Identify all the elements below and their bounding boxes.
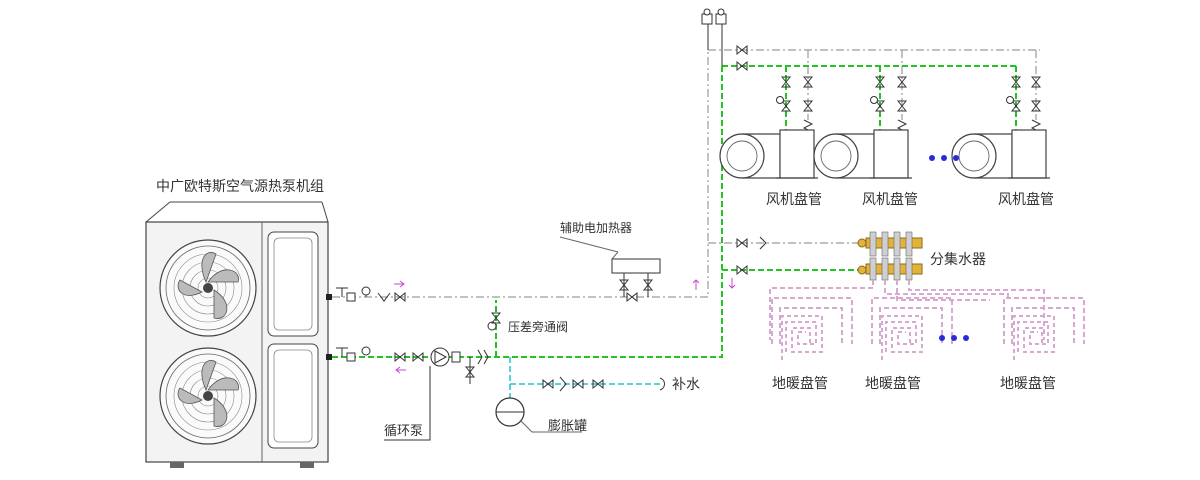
water-supply-label: 补水 — [672, 377, 700, 393]
riser-components — [701, 8, 767, 275]
expansion-tank — [495, 397, 582, 433]
fan-icon — [159, 347, 257, 445]
makeup-components — [542, 376, 665, 392]
flow-arrows — [394, 278, 736, 374]
return-components — [336, 312, 501, 441]
fan-coil-label: 风机盘管 — [998, 191, 1054, 208]
floor-heating-label: 地暖盘管 — [772, 375, 828, 392]
fan-icon — [159, 239, 257, 337]
fan-coil-unit — [951, 129, 1051, 179]
floor-heating-label: 地暖盘管 — [865, 375, 921, 392]
manifold-label: 分集水器 — [930, 251, 986, 268]
bypass-valve-label: 压差旁通阀 — [508, 319, 568, 334]
fan-coil-ellipsis — [929, 155, 959, 161]
floor-heating-loop — [771, 297, 853, 361]
fan-coil-unit — [813, 129, 913, 179]
aux-heater-label: 辅助电加热器 — [560, 221, 632, 235]
floor-heating-label: 地暖盘管 — [1000, 375, 1056, 392]
heat-pump-unit — [145, 201, 332, 468]
circulation-pump-label: 循环泵 — [384, 424, 423, 439]
supply-components — [336, 236, 661, 302]
makeup-pipe — [509, 357, 660, 398]
fan-coil-label: 风机盘管 — [862, 191, 918, 208]
floor-heating-loop — [871, 297, 953, 361]
unit-title: 中广欧特斯空气源热泵机组 — [156, 179, 324, 195]
fan-coil-unit — [719, 129, 819, 179]
fan-coil-branches — [776, 76, 1042, 133]
floor-loop-feeders — [769, 280, 1045, 340]
fan-coil-label: 风机盘管 — [766, 191, 822, 208]
expansion-tank-label: 膨胀罐 — [548, 419, 587, 434]
floor-loop-ellipsis — [939, 335, 969, 341]
manifold — [857, 231, 923, 281]
return-pipe — [332, 65, 1017, 358]
